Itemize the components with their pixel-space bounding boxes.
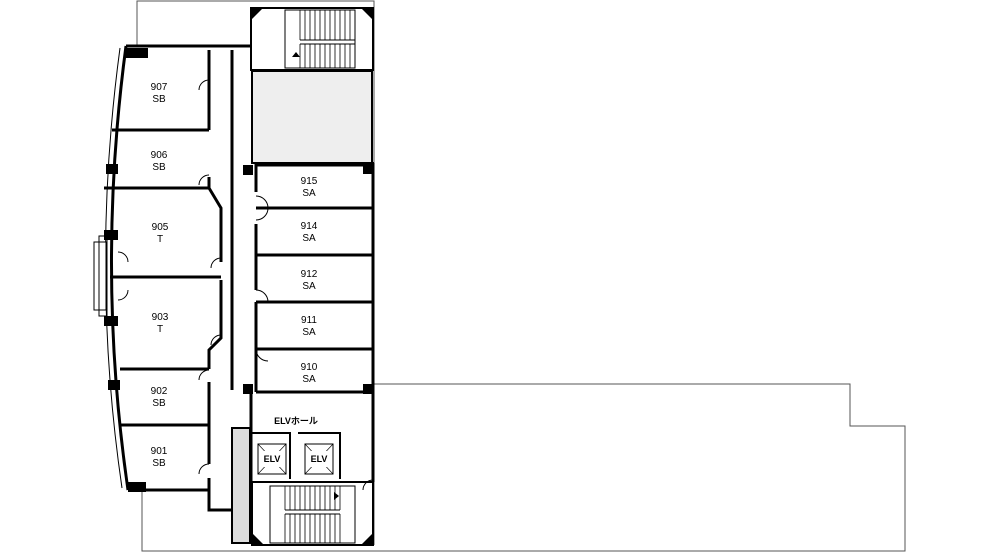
walls [104, 44, 375, 512]
stair-bottom [251, 481, 374, 546]
elevator-shafts [251, 432, 341, 479]
room-902-type: SB [152, 398, 166, 409]
room-906-type: SB [152, 162, 166, 173]
room-915-type: SA [302, 188, 316, 199]
service-shaft [231, 427, 251, 544]
columns [104, 48, 374, 492]
room-907-type: SB [152, 94, 166, 105]
stair-top [250, 7, 374, 71]
room-914-type: SA [302, 233, 316, 244]
room-911-type: SA [302, 327, 316, 338]
room-labels: 907 SB 906 SB 905 T 903 T 902 SB 901 SB … [151, 82, 328, 469]
room-911-number: 911 [301, 315, 317, 326]
room-901-number: 901 [151, 446, 168, 457]
room-905-type: T [157, 234, 163, 245]
room-910-type: SA [302, 374, 316, 385]
doors [117, 79, 374, 491]
room-903-type: T [157, 324, 163, 335]
elevator-2-label: ELV [311, 454, 328, 464]
bay-window [93, 241, 107, 311]
elevator-hall-label: ELVホール [274, 416, 318, 426]
room-901-type: SB [152, 458, 166, 469]
room-902-number: 902 [151, 386, 168, 397]
room-914-number: 914 [301, 221, 318, 232]
void-area [251, 70, 373, 164]
elevator-1-label: ELV [264, 454, 281, 464]
room-906-number: 906 [151, 150, 168, 161]
room-915-number: 915 [301, 176, 318, 187]
room-910-number: 910 [301, 362, 318, 373]
room-912-number: 912 [301, 269, 318, 280]
room-903-number: 903 [152, 312, 169, 323]
room-907-number: 907 [151, 82, 168, 93]
room-912-type: SA [302, 281, 316, 292]
room-905-number: 905 [152, 222, 169, 233]
